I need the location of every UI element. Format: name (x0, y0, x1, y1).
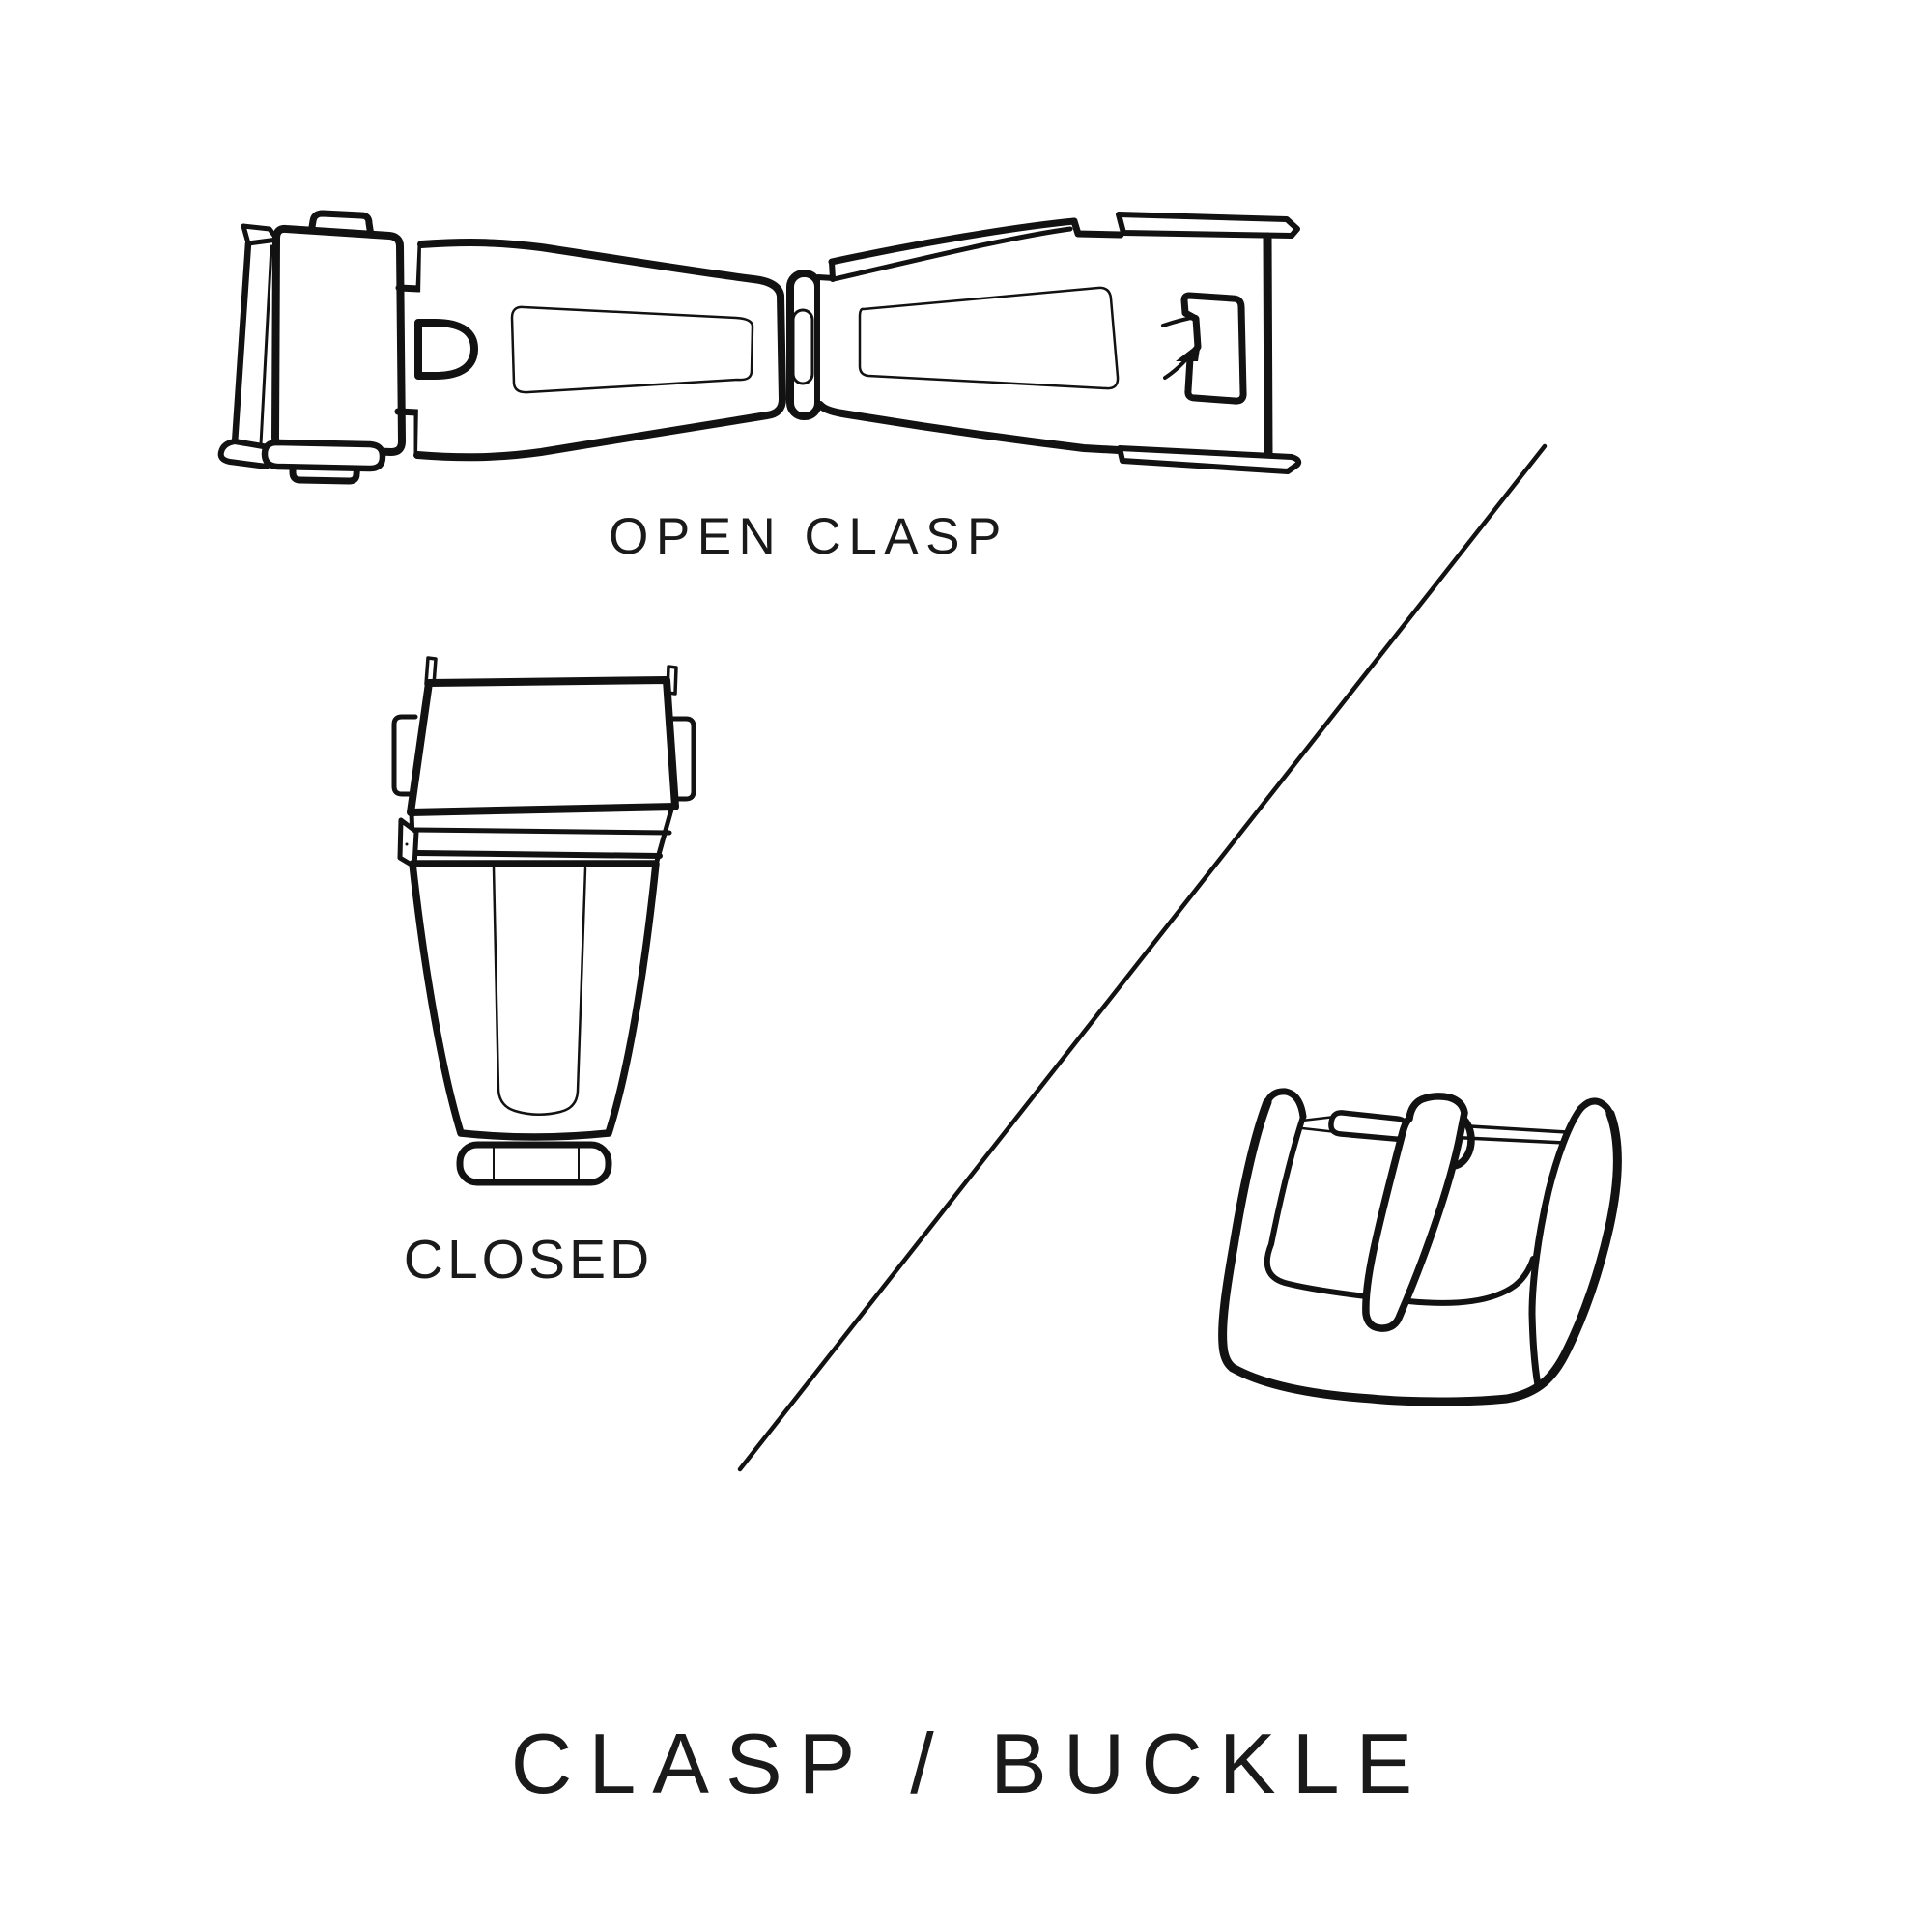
svg-text:CLOSED: CLOSED (404, 1229, 653, 1291)
svg-text:CLASP / BUCKLE: CLASP / BUCKLE (511, 1716, 1429, 1811)
svg-text:OPEN CLASP: OPEN CLASP (609, 508, 1009, 565)
